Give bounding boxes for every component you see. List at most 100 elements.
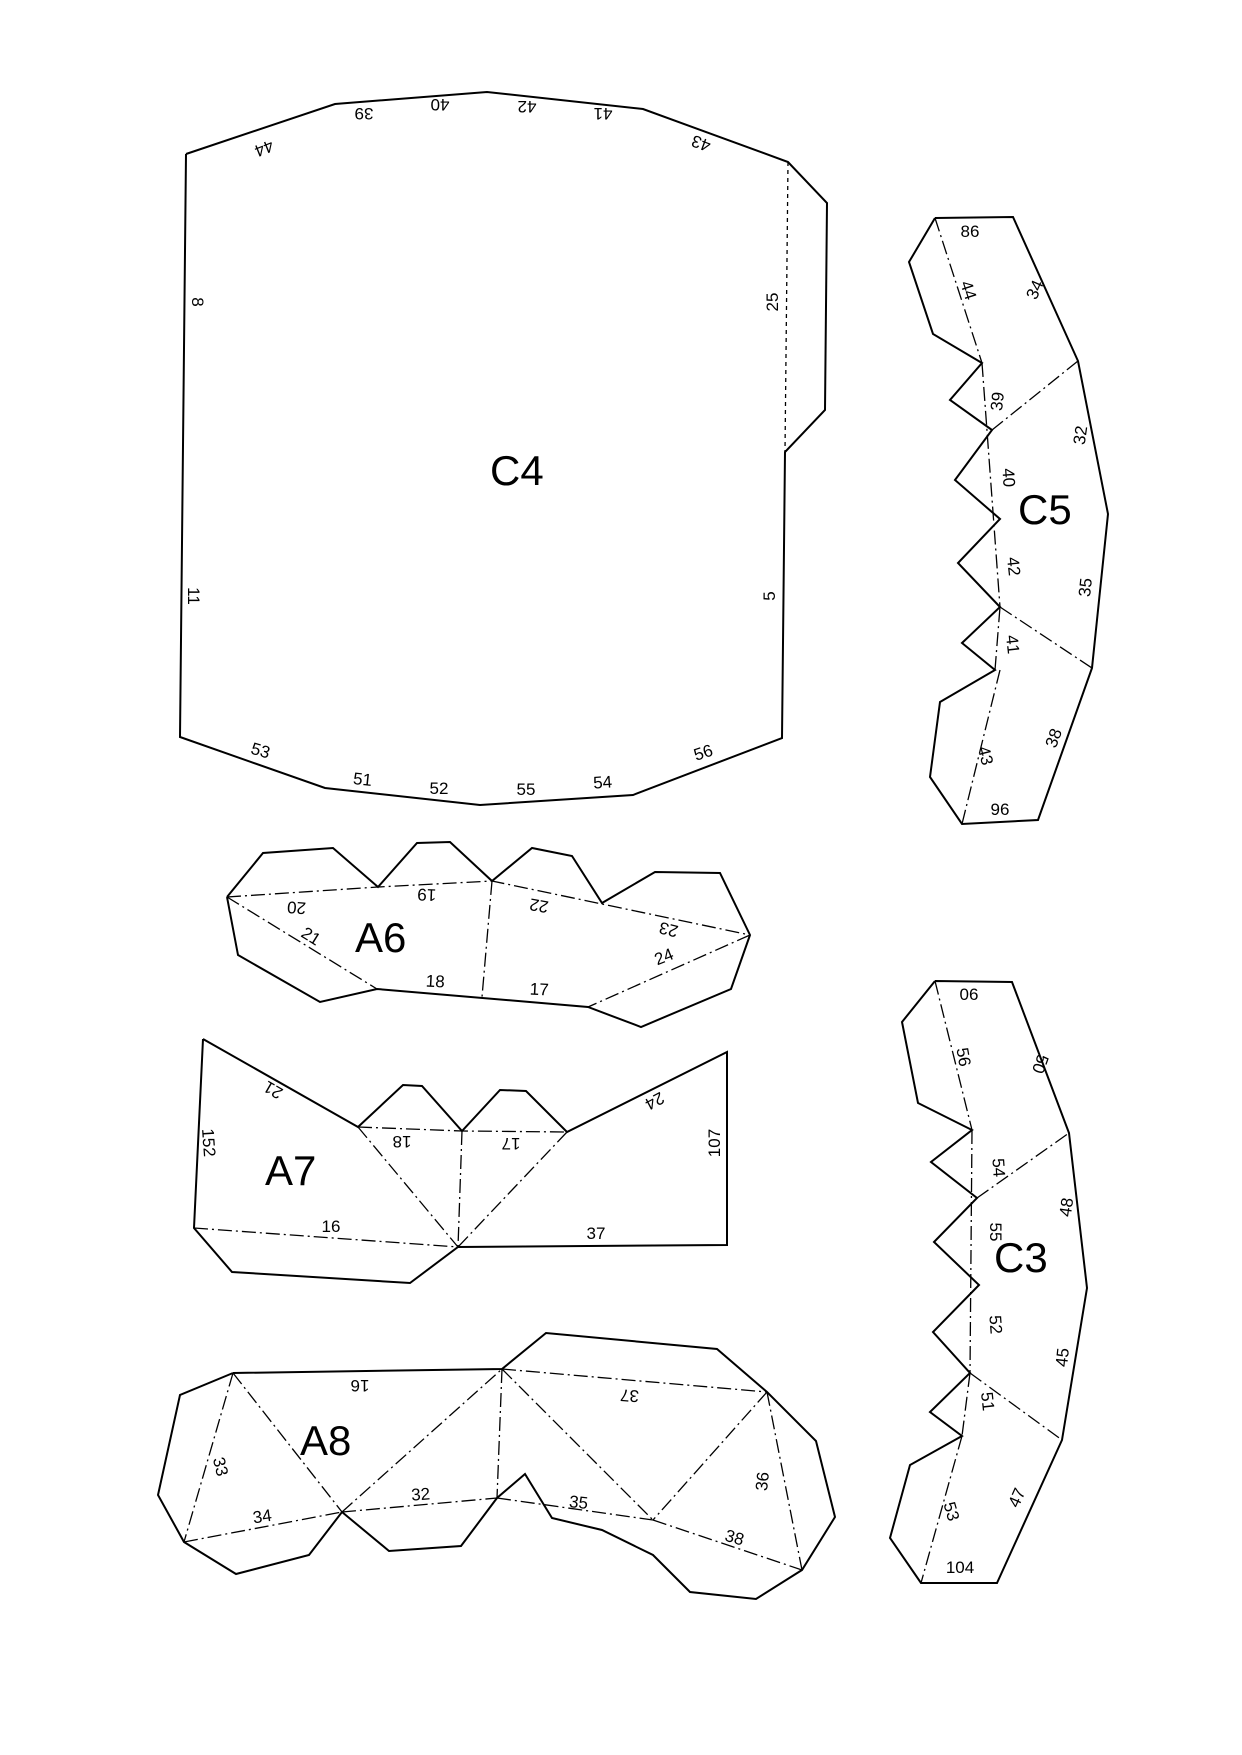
a6-edge-21: 21 (298, 923, 324, 949)
c4-edge-55: 55 (517, 780, 536, 799)
c4-outline (178, 90, 829, 807)
c4-edge-51: 51 (352, 769, 373, 790)
a6-fold-top (226, 880, 751, 936)
a8-fold-6 (496, 1368, 503, 1499)
c5-edge-34: 34 (1022, 277, 1047, 302)
c4-edge-44: 44 (252, 136, 277, 161)
a6-edge-23: 23 (657, 918, 680, 941)
c5-fold-a (991, 360, 1079, 431)
piece-a7: A7 21 152 18 17 24 107 16 37 (192, 1038, 728, 1285)
a8-fold-8 (496, 1497, 654, 1521)
a6-edge-17: 17 (529, 980, 549, 1000)
c4-edge-43: 43 (689, 131, 713, 155)
c5-fold-41 (994, 606, 1001, 671)
a7-edge-16: 16 (322, 1217, 341, 1236)
c5-fold-44 (934, 217, 983, 364)
c3-edge-53: 53 (940, 1500, 963, 1523)
a6-edge-18: 18 (425, 972, 445, 992)
c5-edge-32: 32 (1070, 425, 1091, 446)
c5-piece-label: C5 (1018, 486, 1072, 533)
a7-fold-mid (457, 1130, 463, 1248)
c3-fold-b (969, 1372, 1063, 1441)
c4-edge-42: 42 (518, 97, 537, 116)
a6-edge-22: 22 (528, 894, 550, 916)
a6-edge-24: 24 (652, 945, 677, 970)
c3-piece-label: C3 (994, 1234, 1048, 1281)
a7-edge-107: 107 (705, 1129, 724, 1157)
c5-edge-43: 43 (974, 744, 997, 767)
a8-edge-16: 16 (351, 1376, 370, 1395)
c4-edge-52: 52 (430, 779, 449, 798)
a7-edge-17: 17 (502, 1134, 521, 1153)
a8-piece-label: A8 (300, 1417, 351, 1464)
a6-piece-label: A6 (355, 914, 406, 961)
c4-edge-8: 8 (188, 297, 207, 306)
c5-edge-35: 35 (1075, 577, 1096, 598)
c3-edge-56: 56 (952, 1046, 974, 1068)
c5-edge-38: 38 (1042, 726, 1066, 750)
a8-edge-33: 33 (209, 1455, 232, 1478)
c3-fold-a (976, 1132, 1070, 1199)
a8-edge-36: 36 (752, 1471, 773, 1492)
a8-fold-11 (652, 1519, 803, 1571)
piece-c5: C5 86 44 34 39 40 32 42 35 41 43 38 96 (907, 215, 1110, 826)
a8-fold-top (501, 1368, 768, 1393)
a6-outline (226, 840, 752, 1029)
a8-edge-34: 34 (252, 1506, 273, 1527)
c5-edge-39: 39 (987, 391, 1008, 412)
a7-fold-right (457, 1131, 568, 1248)
c3-edge-52: 52 (985, 1315, 1005, 1335)
c5-edge-41: 41 (1002, 634, 1023, 655)
c4-edge-11: 11 (184, 587, 203, 605)
piece-a6: A6 20 19 22 23 21 24 18 17 (226, 840, 752, 1029)
a7-edge-37: 37 (587, 1224, 606, 1243)
a8-outline (156, 1331, 837, 1601)
c4-fold-25 (784, 161, 789, 453)
c4-edge-56: 56 (691, 741, 715, 765)
a8-fold-1 (183, 1372, 234, 1543)
c3-edge-48: 48 (1056, 1197, 1077, 1218)
a7-fold-16 (193, 1227, 459, 1248)
c4-edge-39: 39 (355, 104, 374, 123)
c5-fold-43 (961, 669, 1001, 825)
a6-fold-right (587, 934, 751, 1008)
c4-edge-25: 25 (763, 293, 782, 312)
c3-fold-56 (934, 980, 973, 1131)
c3-edge-51: 51 (977, 1391, 998, 1412)
c3-edge-104: 104 (946, 1558, 974, 1577)
a6-edge-20: 20 (287, 897, 307, 917)
a8-edge-35: 35 (568, 1492, 589, 1513)
c5-edge-86: 86 (961, 222, 980, 241)
c3-edge-50: 50 (1028, 1052, 1052, 1076)
c4-edge-40: 40 (431, 95, 450, 114)
c4-edge-53: 53 (249, 739, 272, 762)
c5-edge-96: 96 (991, 800, 1010, 819)
a8-edge-32: 32 (411, 1484, 431, 1504)
c3-fold-spine (969, 1129, 973, 1374)
a8-fold-4 (341, 1368, 503, 1513)
a8-fold-3 (183, 1511, 343, 1543)
c3-outline (888, 980, 1089, 1584)
c5-fold-b (999, 606, 1093, 669)
a8-fold-9 (652, 1391, 768, 1521)
a8-fold-5 (341, 1497, 498, 1513)
c3-edge-45: 45 (1052, 1347, 1073, 1368)
a7-edge-21: 21 (260, 1077, 286, 1103)
a8-edge-38: 38 (723, 1526, 746, 1549)
piece-a8: A8 16 37 33 34 32 35 36 38 (156, 1331, 837, 1601)
a7-fold-left (357, 1126, 459, 1248)
c5-fold-39-40 (981, 362, 1001, 608)
a6-edge-19: 19 (417, 885, 437, 905)
a6-fold-mid (481, 880, 493, 998)
c5-edge-40: 40 (998, 468, 1018, 488)
c4-edge-41: 41 (594, 104, 613, 123)
a8-fold-2 (232, 1372, 343, 1513)
c5-edge-42: 42 (1003, 556, 1024, 577)
c3-edge-54: 54 (988, 1158, 1008, 1178)
c4-edge-5: 5 (760, 591, 779, 600)
piece-c3: C3 06 56 50 54 48 55 52 45 51 53 47 104 (888, 980, 1089, 1584)
c3-edge-47: 47 (1004, 1485, 1029, 1510)
a6-fold-left (226, 896, 378, 990)
a7-piece-label: A7 (265, 1147, 316, 1194)
